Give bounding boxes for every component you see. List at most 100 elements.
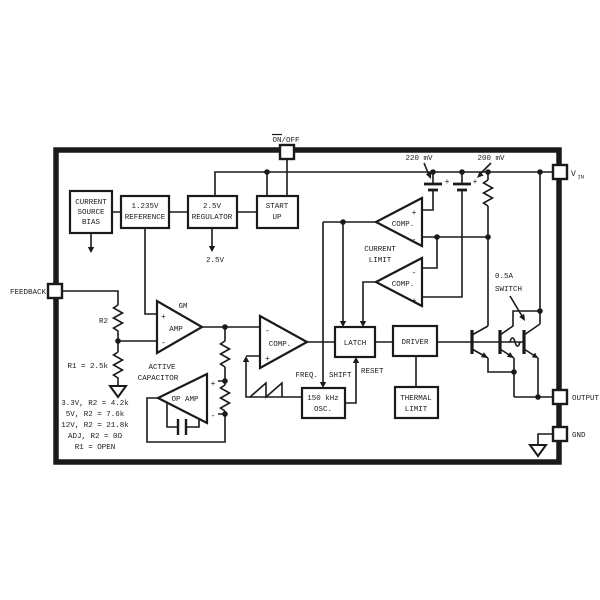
- junction-dot: [222, 324, 228, 330]
- resistor-table-row: 12V, R2 = 21.8k: [61, 422, 129, 430]
- vin-rail-wire: [214, 171, 553, 196]
- ground-symbol-gnd-pin: [528, 444, 548, 458]
- pin-label-gnd: GND: [572, 432, 586, 440]
- current-limit-comparator1-triangle: [373, 196, 424, 248]
- resistor-table-row: ADJ, R2 = 0Ω: [68, 433, 123, 441]
- arrowhead-200mv-pointer: [477, 171, 484, 178]
- osc-ramp-wire: [245, 355, 302, 398]
- pin-label-vin: V: [571, 170, 576, 179]
- active-capacitor-label-1: ACTIVE: [148, 364, 176, 372]
- op-amp-triangle: [155, 372, 209, 425]
- reset-wire: [345, 363, 357, 404]
- ic-boundary: [53, 147, 562, 465]
- junction-dot: [459, 169, 465, 175]
- thermal-limit-box: [393, 385, 440, 420]
- arrowhead-freq-shift: [319, 382, 327, 388]
- comp2-output-wire: [362, 281, 376, 321]
- junction-dot: [430, 169, 436, 175]
- thermal-limit-label-1: THERMAL: [400, 395, 432, 403]
- arrowhead-bias: [87, 247, 95, 253]
- current-limit-label-2: LIMIT: [369, 257, 392, 265]
- r1-label: R1 = 2.5k: [67, 363, 108, 371]
- junction-dot: [340, 219, 346, 225]
- arrowhead-emitter1: [480, 352, 488, 358]
- driver-box: [391, 324, 439, 358]
- pin-vin: [551, 163, 569, 181]
- gm-amp-label-2: AMP: [169, 326, 183, 334]
- driver-label: DRIVER: [401, 339, 429, 347]
- current-source-bias-label-1: CURRENT: [75, 199, 107, 207]
- compensation-wires: [146, 327, 226, 443]
- gnd-wire: [537, 433, 553, 445]
- gm-amp-label-1: GM: [178, 303, 188, 311]
- comparator1-minus: -: [412, 236, 417, 245]
- start-up-label-1: START: [266, 203, 289, 211]
- pwm-comparator-label: COMP.: [269, 341, 292, 349]
- label-200mv: 200 mV: [477, 155, 505, 163]
- oscillator-label-2: OSC.: [314, 406, 332, 414]
- regulator-label-2: REGULATOR: [192, 214, 233, 222]
- sense-resistor: [481, 179, 495, 207]
- current-source-bias-box: [68, 189, 114, 235]
- resistor-table-row: R1 = OPEN: [75, 444, 116, 452]
- reference-label-2: REFERENCE: [125, 214, 166, 222]
- comp1-output-wires: [322, 221, 376, 382]
- comparator1-plus: +: [412, 209, 417, 218]
- junction-dot: [222, 378, 228, 384]
- sawtooth-waveform-icon: [249, 381, 283, 399]
- shift-label: SHIFT: [329, 372, 352, 380]
- resistor-table-row: 3.3V, R2 = 4.2k: [61, 400, 129, 408]
- comparator1-label: COMP.: [392, 221, 415, 229]
- pwm-plus: +: [265, 355, 270, 364]
- pointer-switch: [509, 295, 523, 317]
- reference-box: [119, 194, 171, 230]
- r2-label: R2: [99, 318, 108, 326]
- current-limit-comparator2-triangle: [373, 256, 424, 308]
- junction-dot: [485, 169, 491, 175]
- oscillator-box: [300, 386, 347, 420]
- junction-dot: [535, 394, 541, 400]
- latch-box: [333, 325, 377, 359]
- oscillator-label-1: 150 kHz: [307, 395, 339, 403]
- source-200mv-plus: +: [473, 178, 478, 187]
- junction-dot: [434, 234, 440, 240]
- compensation-resistor-2: [218, 384, 232, 412]
- op-amp-plus: +: [211, 380, 216, 389]
- junction-dot: [537, 308, 543, 314]
- resistor-r2: [111, 304, 125, 333]
- pin-label-on-off: ON/OFF: [272, 137, 299, 145]
- feedback-wire: [62, 290, 119, 305]
- collector-wires: [471, 172, 541, 336]
- pin-label-vin-sub: IN: [578, 174, 585, 181]
- sense-resistor-wires: [422, 172, 489, 326]
- pin-label-output: OUTPUT: [572, 395, 600, 403]
- switch-label-2: SWITCH: [495, 286, 522, 294]
- comparator2-label: COMP.: [392, 281, 415, 289]
- ground-symbol-divider: [108, 385, 128, 399]
- latch-label: LATCH: [344, 340, 367, 348]
- emitter-wires: [471, 348, 539, 397]
- freq-label: FREQ.: [295, 372, 318, 380]
- junction-dot: [511, 369, 517, 375]
- compensation-resistor-1: [218, 340, 232, 368]
- comparator2-plus: +: [412, 297, 417, 306]
- gm-minus: -: [161, 339, 166, 348]
- reference-label-1: 1.235V: [131, 203, 159, 211]
- comparator2-minus: -: [412, 269, 417, 278]
- junction-dot: [264, 169, 270, 175]
- arrowhead-regulator-out: [208, 246, 216, 252]
- resistor-table-row: 5V, R2 = 7.6k: [66, 411, 125, 419]
- label-220mv: 220 mV: [405, 155, 433, 163]
- arrowhead-ramp: [242, 356, 250, 362]
- arrowhead-switch-pointer: [519, 313, 525, 321]
- pointer-200mv: [479, 162, 492, 175]
- source-220mv-plus: +: [445, 178, 450, 187]
- start-up-label-2: UP: [272, 214, 282, 222]
- regulator-box: [186, 194, 239, 230]
- current-source-bias-label-3: BIAS: [82, 219, 101, 227]
- gm-plus: +: [161, 313, 166, 322]
- regulator-output-label: 2.5V: [206, 257, 225, 265]
- switch-label-1: 0.5A: [495, 273, 514, 281]
